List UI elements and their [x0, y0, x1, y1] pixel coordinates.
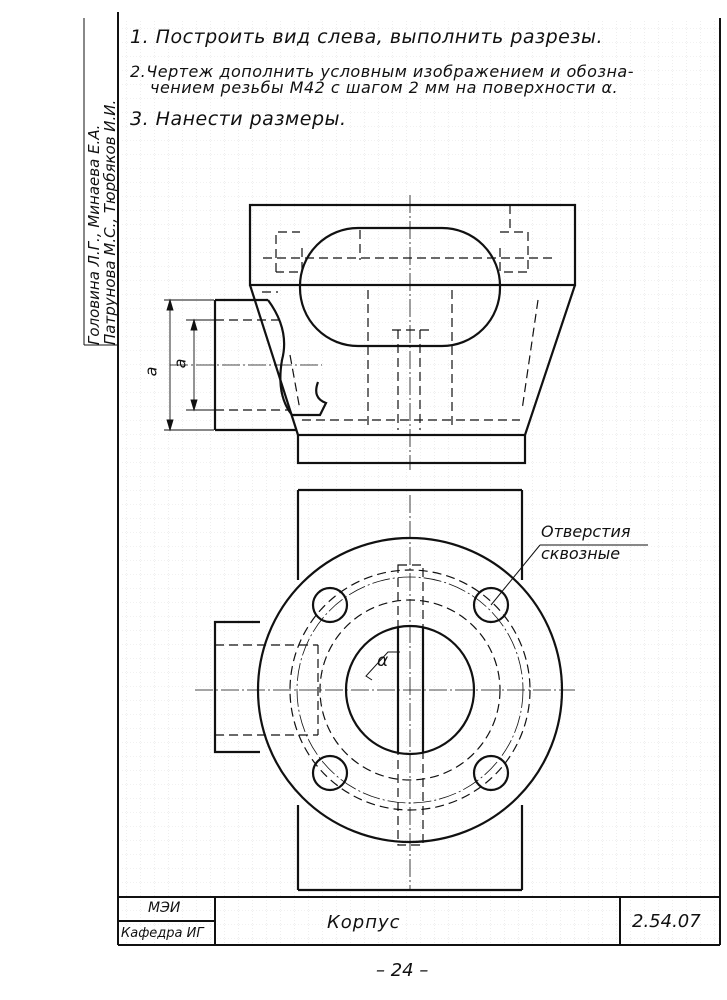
- title-org: МЭИ: [148, 900, 181, 916]
- task-2-line-2: чением резьбы М42 с шагом 2 мм на поверх…: [150, 78, 619, 97]
- dimension-label-inner: a: [170, 358, 190, 369]
- authors-line-2: Патрунова М.С., Тюрбяков И.И.: [101, 99, 119, 345]
- task-2-line-1: 2.Чертеж дополнить условным изображением…: [130, 62, 634, 81]
- page-number: – 24 –: [376, 960, 429, 981]
- top-view-centerlines: [195, 495, 575, 890]
- front-view-hidden: [215, 205, 555, 430]
- task-1: 1. Построить вид слева, выполнить разрез…: [130, 26, 604, 48]
- callout-leader: [490, 544, 648, 606]
- callout-holes-line-1: Отверстия: [541, 522, 631, 541]
- authors-line-1: Головина Л.Г., Минаева Е.А.: [85, 124, 103, 345]
- callout-holes-line-2: сквозные: [541, 544, 621, 563]
- surface-alpha-leader: [365, 651, 400, 681]
- grid-background: [120, 20, 720, 945]
- dimension-label-outer: a: [141, 366, 161, 377]
- title-dept: Кафедра ИГ: [121, 926, 204, 941]
- front-view-centerlines: [170, 195, 411, 470]
- author-strip: [83, 18, 118, 346]
- dimension-lines: [164, 298, 216, 432]
- task-3: 3. Нанести размеры.: [130, 108, 347, 130]
- authors: Головина Л.Г., Минаева Е.А. Патрунова М.…: [85, 99, 119, 345]
- title-part-name: Корпус: [327, 912, 401, 933]
- surface-alpha-label: α: [377, 651, 389, 671]
- title-code: 2.54.07: [632, 911, 701, 932]
- title-block-lines: [118, 896, 720, 945]
